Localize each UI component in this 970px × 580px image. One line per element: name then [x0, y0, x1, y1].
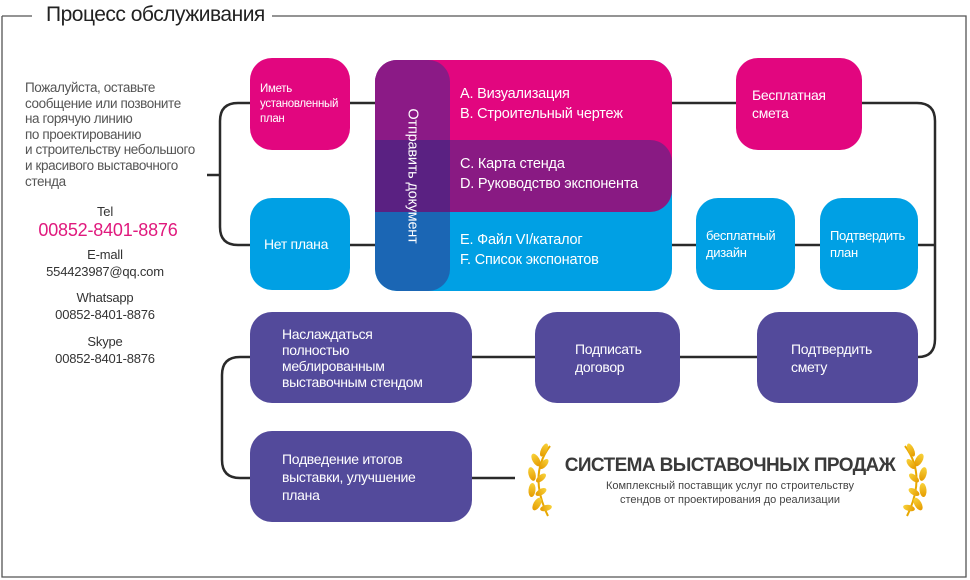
- logo-subtitle-line: Комплексный поставщик услуг по строитель…: [605, 480, 855, 492]
- step-confirm-plan: Подтвердить план: [820, 198, 918, 290]
- step-sign-contract: Подписать договор: [535, 312, 680, 403]
- laurel-left-icon: [528, 443, 552, 517]
- logo-subtitle: Комплексный поставщик услуг по строитель…: [560, 480, 900, 507]
- connector: [220, 355, 250, 480]
- step-have-plan: Иметь установленный план: [250, 58, 350, 150]
- step-label: Нет плана: [264, 236, 329, 252]
- email-label: E-mall: [87, 247, 123, 262]
- connector: [862, 101, 937, 359]
- doc-item: B. Строительный чертеж: [460, 106, 623, 122]
- step-summary: Подведение итогов выставки, улучшение пл…: [250, 431, 472, 522]
- step-label: Подведение итогов выставки, улучшение пл…: [282, 450, 416, 503]
- step-label: Иметь установленный план: [260, 82, 339, 125]
- tel-label: Tel: [96, 204, 114, 219]
- step-confirm-estimate: Подтвердить смету: [757, 312, 918, 403]
- step-label: Бесплатная смета: [752, 87, 826, 121]
- step-label: Наслаждаться полностью меблированным выс…: [282, 325, 423, 390]
- doc-item: D. Руководство экспонента: [460, 176, 638, 192]
- tel-number[interactable]: 00852-8401-8876: [38, 220, 178, 240]
- contact-message: Пожалуйста, оставьте сообщение или позво…: [25, 80, 215, 189]
- doc-item: F. Список экспонатов: [460, 252, 599, 268]
- whatsapp-label: Whatsapp: [76, 290, 134, 305]
- step-label: бесплатный дизайн: [706, 228, 776, 260]
- step-free-design: бесплатный дизайн: [696, 198, 795, 290]
- connector: [218, 101, 250, 247]
- doc-item: E. Файл VI/каталог: [460, 232, 583, 248]
- skype-label: Skype: [87, 334, 123, 349]
- step-label: Отправить документ: [404, 107, 421, 244]
- documents-group: [375, 60, 672, 291]
- message-line: и строительству небольшого: [25, 142, 195, 158]
- doc-list-ab: A. Визуализация B. Строительный чертеж: [460, 84, 623, 124]
- step-label: Подтвердить смету: [791, 340, 873, 375]
- step-send-docs: Отправить документ: [375, 60, 450, 291]
- page-title: Процесс обслуживания: [40, 3, 271, 27]
- connector: [350, 101, 375, 247]
- message-line: сообщение или позвоните: [25, 95, 181, 111]
- logo-subtitle-line: стендов от проектирования до реализации: [619, 493, 840, 506]
- doc-list-ef: E. Файл VI/каталог F. Список экспонатов: [460, 230, 599, 270]
- message-line: по проектированию: [25, 126, 142, 142]
- step-enjoy: Наслаждаться полностью меблированным выс…: [250, 312, 472, 403]
- laurel-right-icon: [903, 443, 927, 517]
- logo-title: СИСТЕМА ВЫСТАВОЧНЫХ ПРОДАЖ: [564, 455, 896, 476]
- doc-list-cd: C. Карта стенда D. Руководство экспонент…: [460, 154, 638, 194]
- message-line: Пожалуйста, оставьте: [25, 80, 156, 95]
- doc-item: C. Карта стенда: [460, 156, 565, 172]
- skype-number[interactable]: 00852-8401-8876: [55, 351, 155, 366]
- step-label: Подписать договор: [575, 340, 642, 375]
- message-line: на горячую линию: [25, 111, 133, 127]
- doc-item: A. Визуализация: [460, 86, 570, 102]
- message-line: стенда: [25, 173, 66, 189]
- step-no-plan: Нет плана: [250, 198, 350, 290]
- whatsapp-number[interactable]: 00852-8401-8876: [55, 307, 155, 322]
- frame-border: [1, 15, 967, 578]
- message-line: и красивого выставочного: [25, 157, 178, 173]
- step-label: Подтвердить план: [830, 228, 906, 260]
- step-free-estimate: Бесплатная смета: [736, 58, 862, 150]
- email-address[interactable]: 554423987@qq.com: [46, 264, 164, 279]
